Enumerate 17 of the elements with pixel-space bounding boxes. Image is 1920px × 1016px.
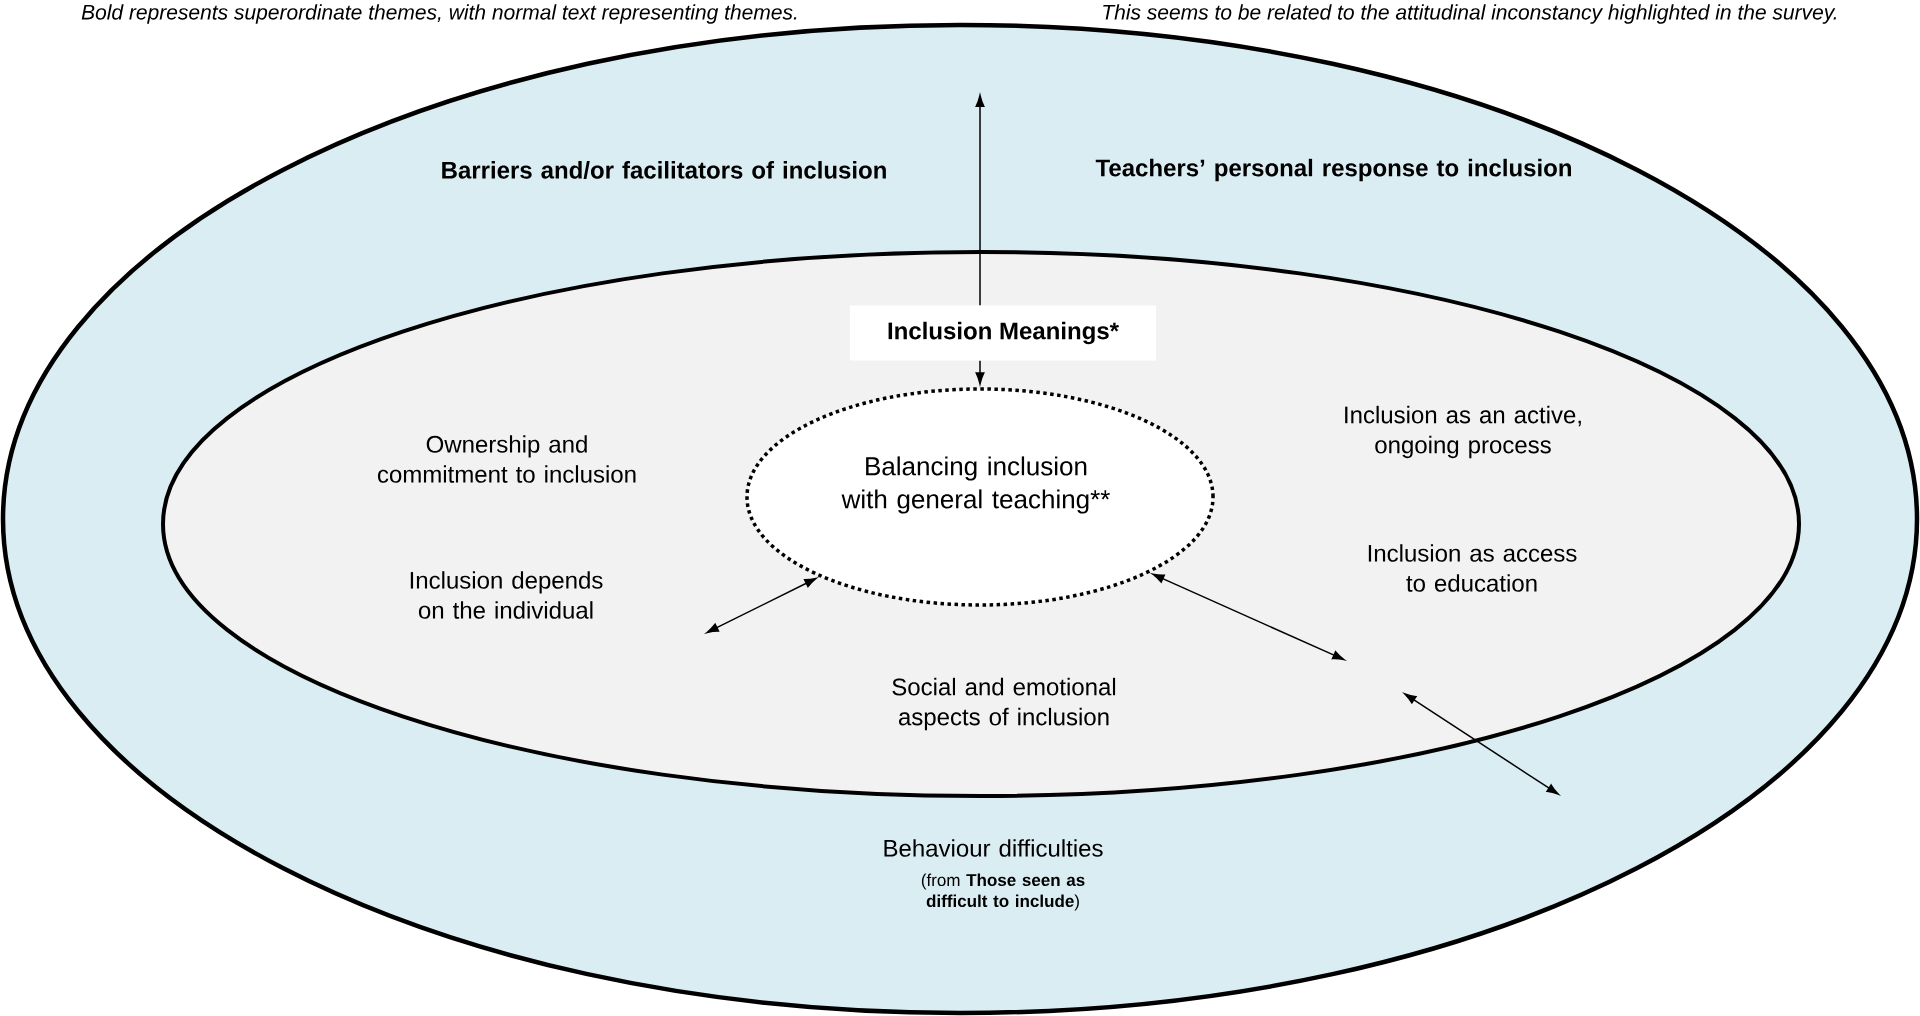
theme-heading: Teachers’ personal response to inclusion <box>1095 158 1571 182</box>
arrow <box>975 359 985 385</box>
arrow <box>1152 573 1345 661</box>
theme-text: Ownership and commitment to inclusion <box>378 435 636 483</box>
theme-text: Inclusion as an active, ongoing process <box>1345 405 1581 459</box>
theme-text: Inclusion depends on the individual <box>410 571 603 619</box>
theme-text: Balancing inclusion with general teaching** <box>841 456 1110 514</box>
note-text: This seems to be related to the attitudinal inconstancy highlighted in the survey. <box>1103 4 1836 24</box>
theme-heading: (from Those seen as difficult to include) <box>921 873 1085 911</box>
arrow <box>706 577 817 634</box>
theme-heading: Behaviour difficulties <box>884 839 1103 857</box>
note-text: Bold represents superordinate themes, with normal text representing themes. <box>81 4 797 24</box>
theme-text: Inclusion as access to education <box>1368 544 1577 592</box>
theme-text: Social and emotional aspects of inclusion <box>892 677 1116 731</box>
theme-heading: Barriers and/or facilitators of inclusion <box>442 161 886 179</box>
arrow <box>975 94 985 307</box>
heading-box: Inclusion Meanings* <box>850 305 1156 361</box>
